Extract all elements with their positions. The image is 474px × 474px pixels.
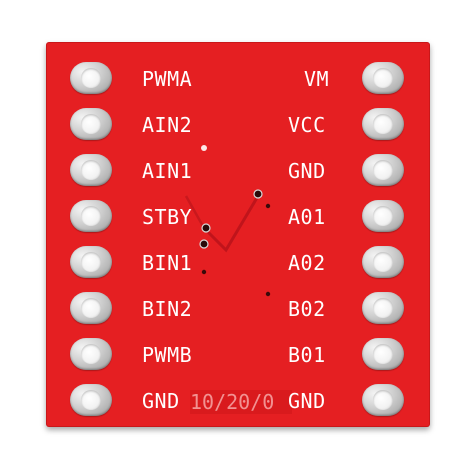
left-pad-8	[70, 384, 112, 416]
left-pad-7	[70, 338, 112, 370]
pad-hole	[81, 344, 101, 364]
left-label-ain2: AIN2	[142, 113, 193, 137]
left-pad-2	[70, 108, 112, 140]
right-label-b02: B02	[288, 297, 326, 321]
right-label-a02: A02	[288, 251, 326, 275]
via	[253, 189, 263, 199]
trace-line	[202, 195, 260, 253]
right-label-vcc: VCC	[288, 113, 326, 137]
pad-hole	[373, 206, 393, 226]
left-label-pwmb: PWMB	[142, 343, 193, 367]
via	[265, 203, 271, 209]
pad-hole	[81, 160, 101, 180]
right-pad-2	[362, 108, 404, 140]
via	[201, 223, 211, 233]
left-label-pwma: PWMA	[142, 67, 193, 91]
pad-hole	[373, 160, 393, 180]
right-label-b01: B01	[288, 343, 326, 367]
pad-hole	[81, 390, 101, 410]
pad-hole	[373, 344, 393, 364]
via	[199, 239, 209, 249]
right-pad-1	[362, 62, 404, 94]
pad-hole	[81, 114, 101, 134]
pad-hole	[373, 390, 393, 410]
right-pad-3	[362, 154, 404, 186]
left-label-ain1: AIN1	[142, 159, 193, 183]
left-label-stby: STBY	[142, 205, 193, 229]
pad-hole	[81, 206, 101, 226]
via	[201, 145, 207, 151]
left-label-bin2: BIN2	[142, 297, 193, 321]
pad-hole	[373, 114, 393, 134]
right-label-vm: VM	[304, 67, 330, 91]
pad-hole	[81, 252, 101, 272]
left-pad-4	[70, 200, 112, 232]
right-label-a01: A01	[288, 205, 326, 229]
right-pad-8	[362, 384, 404, 416]
right-pad-7	[362, 338, 404, 370]
via	[201, 269, 207, 275]
pad-hole	[81, 68, 101, 88]
right-pad-5	[362, 246, 404, 278]
left-pad-3	[70, 154, 112, 186]
right-pad-6	[362, 292, 404, 324]
pad-hole	[373, 298, 393, 318]
via	[265, 291, 271, 297]
right-pad-4	[362, 200, 404, 232]
left-label-bin1: BIN1	[142, 251, 193, 275]
left-pad-6	[70, 292, 112, 324]
trace-line-2	[184, 195, 206, 229]
date-code: 10/20/0	[190, 390, 292, 414]
pad-hole	[373, 68, 393, 88]
pad-hole	[373, 252, 393, 272]
left-pad-5	[70, 246, 112, 278]
pad-hole	[81, 298, 101, 318]
right-label-gnd: GND	[288, 159, 326, 183]
right-label-gnd-2: GND	[288, 389, 326, 413]
left-pad-1	[70, 62, 112, 94]
left-label-gnd: GND	[142, 389, 180, 413]
